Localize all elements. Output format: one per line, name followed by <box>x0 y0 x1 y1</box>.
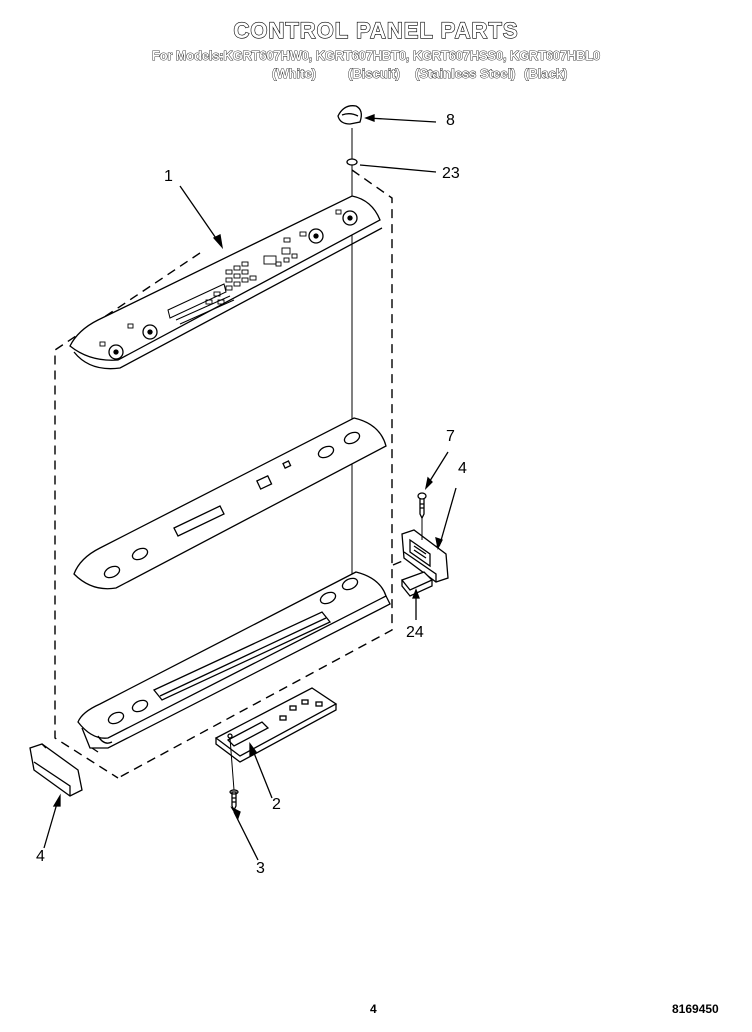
bracket-part-24 <box>400 571 434 620</box>
callout-1: 1 <box>164 168 173 185</box>
callout-24: 24 <box>406 624 424 641</box>
variant-stainless: (Stainless Steel) <box>415 66 516 82</box>
variant-biscuit: (Biscuit) <box>348 66 401 82</box>
document-number: 8169450 <box>672 1002 719 1016</box>
callout-4-left: 4 <box>36 848 45 865</box>
models-line: For Models:KGRT607HW0, KGRT607HBT0, KGRT… <box>151 48 601 64</box>
console-panel <box>77 571 391 753</box>
screw-part-7 <box>417 451 449 540</box>
page-number: 4 <box>370 1002 377 1016</box>
end-cap-left-part-4 <box>29 743 83 849</box>
ring-part-23 <box>346 158 437 173</box>
callout-2: 2 <box>272 796 281 813</box>
page-title: CONTROL PANEL PARTS <box>233 17 519 43</box>
callout-8: 8 <box>446 112 455 129</box>
assembly-outline <box>54 169 441 779</box>
screw-part-3 <box>229 737 259 861</box>
overlay-keypad <box>99 209 342 347</box>
backer-panel <box>73 417 387 590</box>
callout-3: 3 <box>256 860 265 877</box>
knob-part-8 <box>337 105 437 125</box>
overlay-part-1 <box>69 185 383 370</box>
circuit-board-part-2 <box>214 687 338 799</box>
end-cap-right-part-4 <box>401 487 457 583</box>
variant-white: (White) <box>272 66 317 82</box>
callout-23: 23 <box>442 165 460 182</box>
callout-7: 7 <box>446 428 455 445</box>
callout-4-right: 4 <box>458 460 467 477</box>
variant-black: (Black) <box>524 66 568 82</box>
overlay-knob-markings <box>108 210 358 360</box>
